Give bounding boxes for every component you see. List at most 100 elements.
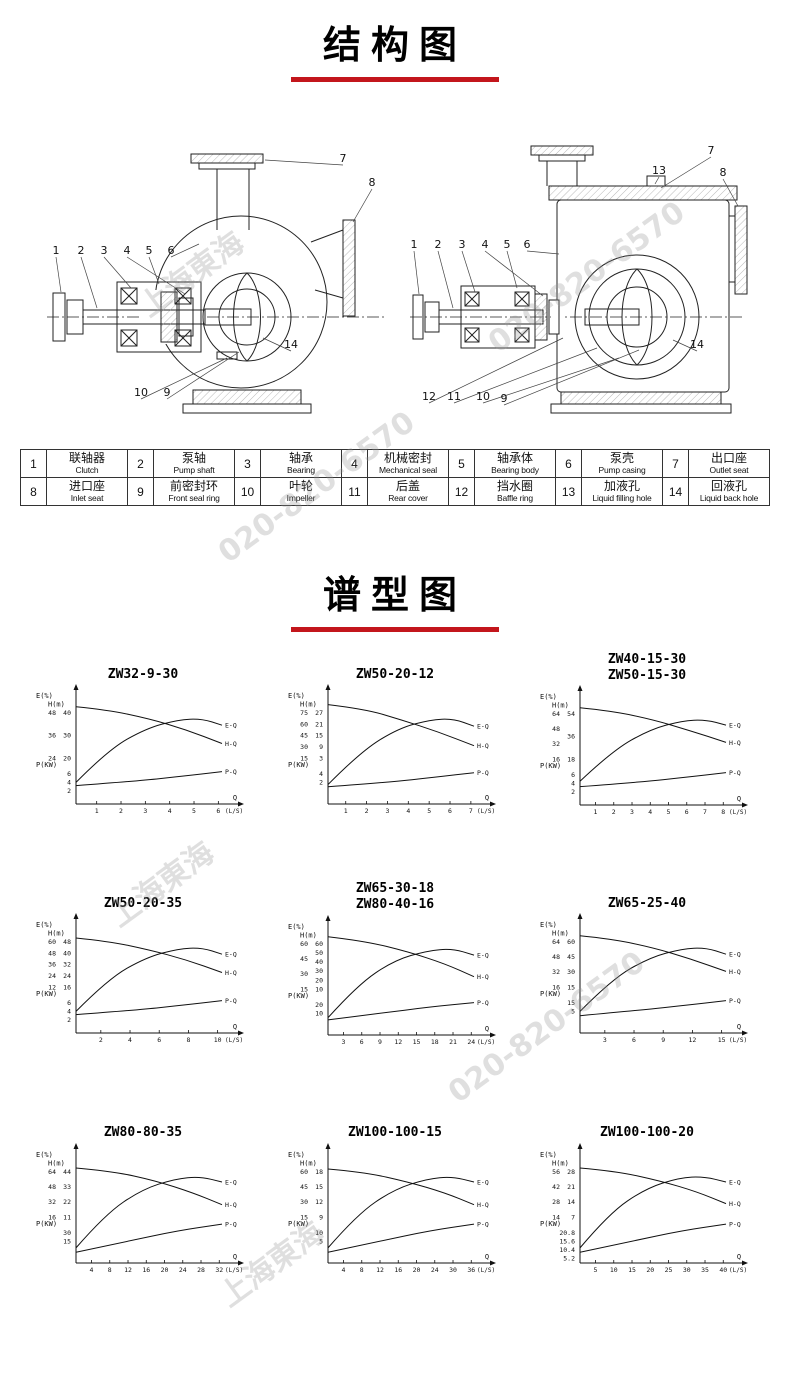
svg-text:60: 60: [300, 940, 308, 948]
svg-text:9: 9: [319, 1213, 323, 1221]
svg-text:30: 30: [300, 743, 308, 751]
callout-number: 7: [339, 152, 346, 165]
svg-text:E-Q: E-Q: [477, 951, 489, 959]
chart-title: ZW50-20-12: [355, 666, 435, 682]
part-name-zh: 泵轴: [181, 451, 206, 465]
svg-text:10: 10: [315, 1009, 323, 1017]
svg-text:E-Q: E-Q: [729, 722, 741, 730]
svg-text:12: 12: [124, 1266, 132, 1274]
svg-text:5: 5: [571, 1008, 575, 1016]
part-name-zh: 泵壳: [609, 451, 634, 465]
svg-text:P(KW): P(KW): [36, 1220, 57, 1228]
svg-text:10: 10: [315, 1229, 323, 1237]
callout-number: 8: [719, 166, 726, 179]
svg-text:P(KW): P(KW): [36, 761, 57, 769]
svg-text:16: 16: [552, 756, 560, 764]
svg-text:30: 30: [567, 969, 575, 977]
svg-text:H-Q: H-Q: [225, 1201, 237, 1209]
svg-text:H(m): H(m): [300, 931, 317, 939]
svg-text:30: 30: [63, 1229, 71, 1237]
svg-text:P(KW): P(KW): [288, 761, 309, 769]
svg-text:5: 5: [192, 807, 196, 815]
part-number-cell: 12: [448, 477, 475, 507]
svg-text:10: 10: [315, 985, 323, 993]
svg-text:12: 12: [48, 984, 56, 992]
svg-text:28: 28: [552, 1198, 560, 1206]
part-name-en: Liquid back hole: [699, 492, 759, 503]
part-name-zh: 前密封环: [169, 479, 218, 494]
part-name-en: Pump shaft: [173, 464, 215, 475]
svg-text:3: 3: [385, 807, 389, 815]
callout-number: 13: [652, 164, 666, 177]
svg-text:H-Q: H-Q: [477, 973, 489, 981]
svg-text:40: 40: [63, 950, 71, 958]
svg-text:32: 32: [552, 741, 560, 749]
callout-number: 6: [167, 244, 174, 257]
svg-text:P-Q: P-Q: [477, 769, 489, 777]
svg-text:30: 30: [63, 732, 71, 740]
svg-text:4: 4: [319, 770, 323, 778]
chart-title: ZW65-25-40: [607, 895, 687, 911]
svg-text:64: 64: [48, 1168, 56, 1176]
svg-text:56: 56: [552, 1168, 560, 1176]
svg-text:P(KW): P(KW): [288, 1220, 309, 1228]
svg-text:E-Q: E-Q: [225, 951, 237, 959]
part-number-cell: 9: [127, 477, 154, 507]
svg-text:H-Q: H-Q: [729, 1200, 741, 1208]
svg-text:60: 60: [300, 721, 308, 729]
svg-text:64: 64: [552, 938, 560, 946]
svg-text:E(%): E(%): [540, 693, 557, 701]
svg-text:18: 18: [567, 756, 575, 764]
svg-text:16: 16: [63, 984, 71, 992]
svg-text:Q: Q: [233, 1253, 237, 1261]
callout-number: 14: [690, 338, 704, 351]
svg-text:12: 12: [394, 1038, 402, 1046]
part-name-en: Pump casing: [598, 464, 646, 475]
callout-number: 7: [707, 144, 714, 157]
svg-text:P(KW): P(KW): [540, 990, 561, 998]
callout-number: 1: [410, 238, 417, 251]
svg-text:20: 20: [63, 755, 71, 763]
svg-text:4: 4: [571, 780, 575, 788]
svg-text:(L/S): (L/S): [225, 808, 243, 815]
part-name-zh: 进口座: [68, 479, 105, 494]
svg-text:P(KW): P(KW): [540, 762, 561, 770]
svg-text:4: 4: [90, 1266, 94, 1274]
svg-text:E(%): E(%): [36, 1151, 53, 1159]
svg-text:45: 45: [300, 732, 308, 740]
part-number-cell: 4: [341, 448, 368, 479]
part-name-en: Inlet seat: [70, 492, 104, 503]
svg-text:30: 30: [449, 1266, 457, 1274]
svg-text:64: 64: [552, 710, 560, 718]
svg-text:9: 9: [319, 743, 323, 751]
svg-text:24: 24: [63, 972, 71, 980]
part-name-en: Clutch: [75, 464, 99, 475]
svg-text:15: 15: [413, 1038, 421, 1046]
svg-text:5: 5: [594, 1266, 598, 1274]
part-name-zh: 回液孔: [710, 479, 747, 494]
svg-text:H(m): H(m): [300, 701, 317, 709]
svg-text:10.4: 10.4: [559, 1246, 575, 1254]
callout-number: 1: [52, 244, 59, 257]
svg-text:6: 6: [448, 807, 452, 815]
title-underline: [291, 627, 499, 633]
callout-number: 5: [503, 238, 510, 251]
svg-text:8: 8: [108, 1266, 112, 1274]
svg-text:15: 15: [718, 1036, 726, 1044]
svg-text:(L/S): (L/S): [477, 1267, 495, 1274]
callout-number: 10: [476, 390, 490, 403]
svg-text:20: 20: [315, 976, 323, 984]
curve-plot: E(%)H(m)564228142821147P(KW)20.815.610.4…: [540, 1142, 748, 1274]
svg-text:P-Q: P-Q: [225, 1220, 237, 1228]
svg-text:30: 30: [300, 970, 308, 978]
